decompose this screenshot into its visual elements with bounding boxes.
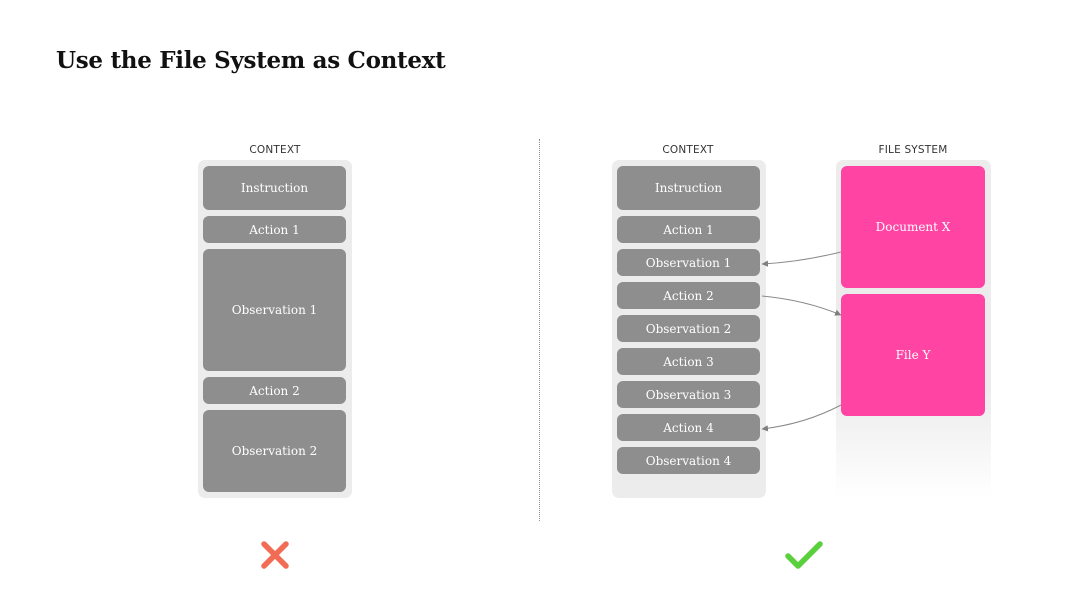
left-block-action-1: Action 1 [203, 216, 346, 243]
right-block-observation-4: Observation 4 [617, 447, 760, 474]
right-block-action-3: Action 3 [617, 348, 760, 375]
right-context-panel: Instruction Action 1 Observation 1 Actio… [612, 160, 766, 498]
file-document-x: Document X [841, 166, 985, 288]
right-block-action-4: Action 4 [617, 414, 760, 441]
left-block-observation-2: Observation 2 [203, 410, 346, 492]
file-file-y: File Y [841, 294, 985, 416]
right-block-action-1: Action 1 [617, 216, 760, 243]
right-block-observation-2: Observation 2 [617, 315, 760, 342]
right-block-observation-1: Observation 1 [617, 249, 760, 276]
right-block-action-2: Action 2 [617, 282, 760, 309]
page-title: Use the File System as Context [56, 47, 446, 74]
left-block-instruction: Instruction [203, 166, 346, 210]
section-divider [539, 139, 540, 521]
arrow-file-y-to-action-4 [761, 404, 842, 432]
right-block-observation-3: Observation 3 [617, 381, 760, 408]
left-context-label: CONTEXT [249, 144, 301, 156]
left-context-panel: Instruction Action 1 Observation 1 Actio… [198, 160, 352, 498]
file-system-panel: Document X File Y [836, 160, 991, 498]
right-block-instruction: Instruction [617, 166, 760, 210]
left-block-action-2: Action 2 [203, 377, 346, 404]
right-context-label: CONTEXT [662, 144, 714, 156]
arrow-action-2-to-file-y [761, 295, 842, 316]
file-system-label: FILE SYSTEM [878, 144, 948, 156]
cross-icon [261, 541, 289, 569]
arrow-document-x-to-observation-1 [761, 251, 842, 267]
left-block-observation-1: Observation 1 [203, 249, 346, 371]
check-icon [785, 541, 823, 569]
